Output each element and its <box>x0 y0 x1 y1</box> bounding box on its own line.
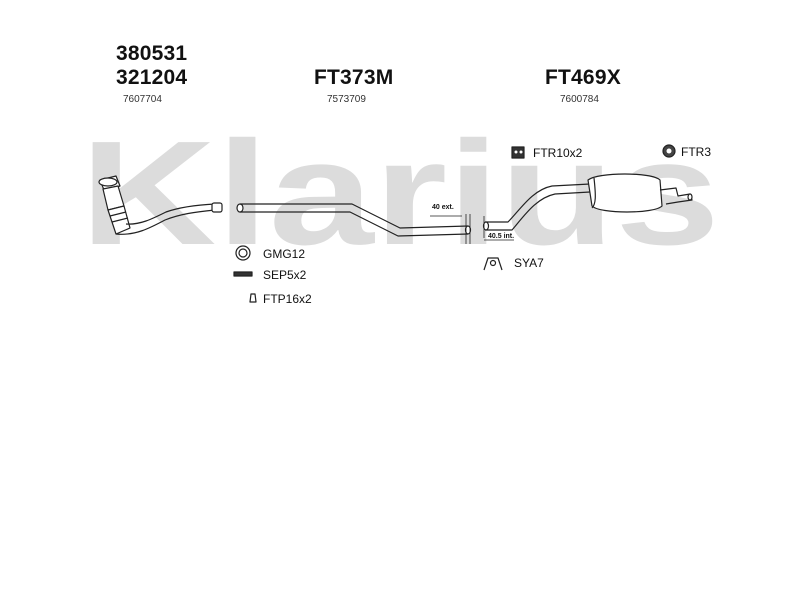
centre-pipe-drawing <box>236 203 472 237</box>
rear-box-drawing <box>482 173 693 231</box>
rubber-mount-label: FTR10x2 <box>533 146 583 160</box>
bracket-label: SYA7 <box>514 256 544 270</box>
rear-box-code: FT469X <box>545 66 621 89</box>
gasket-label: GMG12 <box>263 247 306 261</box>
rubber-mount-icon <box>511 146 525 159</box>
rubber-ring-label: FTR3 <box>681 145 711 159</box>
external-diameter-label: 40 ext. <box>432 204 454 211</box>
rubber-ring-icon <box>662 144 676 158</box>
gasket-icon <box>235 245 251 261</box>
stud-label: SEP5x2 <box>263 268 307 282</box>
catalyst-ref: 7607704 <box>123 94 162 105</box>
dimension-marks <box>430 214 514 244</box>
centre-pipe-code: FT373M <box>314 66 394 89</box>
centre-pipe-ref: 7573709 <box>327 94 366 105</box>
rear-box-ref: 7600784 <box>560 94 599 105</box>
bracket-icon <box>483 257 503 271</box>
internal-diameter-label: 40.5 int. <box>488 233 515 240</box>
catalyst-code-1: 380531 <box>116 42 188 65</box>
nut-icon <box>249 293 257 303</box>
catalyst-drawing <box>98 175 223 235</box>
stud-icon <box>233 271 253 277</box>
catalyst-code-2: 321204 <box>116 66 188 89</box>
nut-label: FTP16x2 <box>263 292 312 306</box>
